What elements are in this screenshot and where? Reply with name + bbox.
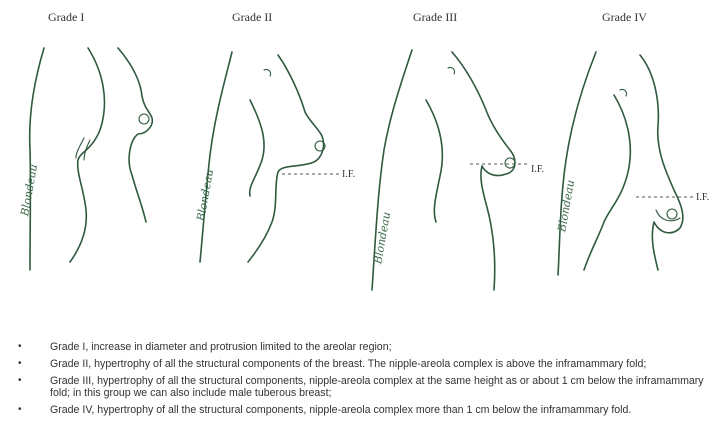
bullet: • [18,404,22,416]
grade-4-fold-label: I.F. [696,192,709,203]
panel-grade-1: Grade I Blondeau [18,10,152,270]
caption-grade-4: • Grade IV, hypertrophy of all the struct… [0,404,718,416]
panel-grade-3: Grade III I.F. Blondeau [371,10,544,290]
bullet: • [18,375,22,387]
grade-4-torso-sketch: I.F. Blondeau [555,52,709,275]
grade-1-signature: Blondeau [18,163,40,218]
bullet: • [18,358,22,370]
caption-grade-2-text: Grade II, hypertrophy of all the structu… [50,358,646,370]
grade-1-title: Grade I [48,10,84,24]
grade-3-torso-sketch: I.F. Blondeau [371,50,544,290]
caption-grade-3: • Grade III, hypertrophy of all the struc… [0,375,718,399]
grade-3-title: Grade III [413,10,457,24]
grade-1-torso-sketch: Blondeau [18,48,152,270]
grade-4-signature: Blondeau [555,179,577,234]
bullet: • [18,341,22,353]
caption-grade-2: • Grade II, hypertrophy of all the struct… [0,358,718,370]
grade-2-torso-sketch: I.F. Blondeau [194,52,355,262]
grade-3-fold-label: I.F. [531,164,544,175]
grade-3-signature: Blondeau [371,211,393,266]
caption-grade-4-text: Grade IV, hypertrophy of all the structu… [50,404,631,416]
caption-grade-3-text: Grade III, hypertrophy of all the struct… [50,375,704,399]
panel-grade-4: Grade IV I.F. Blondeau [555,10,709,275]
grade-descriptions: • Grade I, increase in diameter and protr… [0,341,718,421]
grade-2-signature: Blondeau [194,168,216,223]
grade-2-fold-label: I.F. [342,169,355,180]
caption-grade-1-text: Grade I, increase in diameter and protru… [50,341,392,353]
caption-grade-1: • Grade I, increase in diameter and protr… [0,341,718,353]
grade-2-title: Grade II [232,10,272,24]
panel-grade-2: Grade II I.F. Blondeau [194,10,355,262]
grade-4-title: Grade IV [602,10,647,24]
